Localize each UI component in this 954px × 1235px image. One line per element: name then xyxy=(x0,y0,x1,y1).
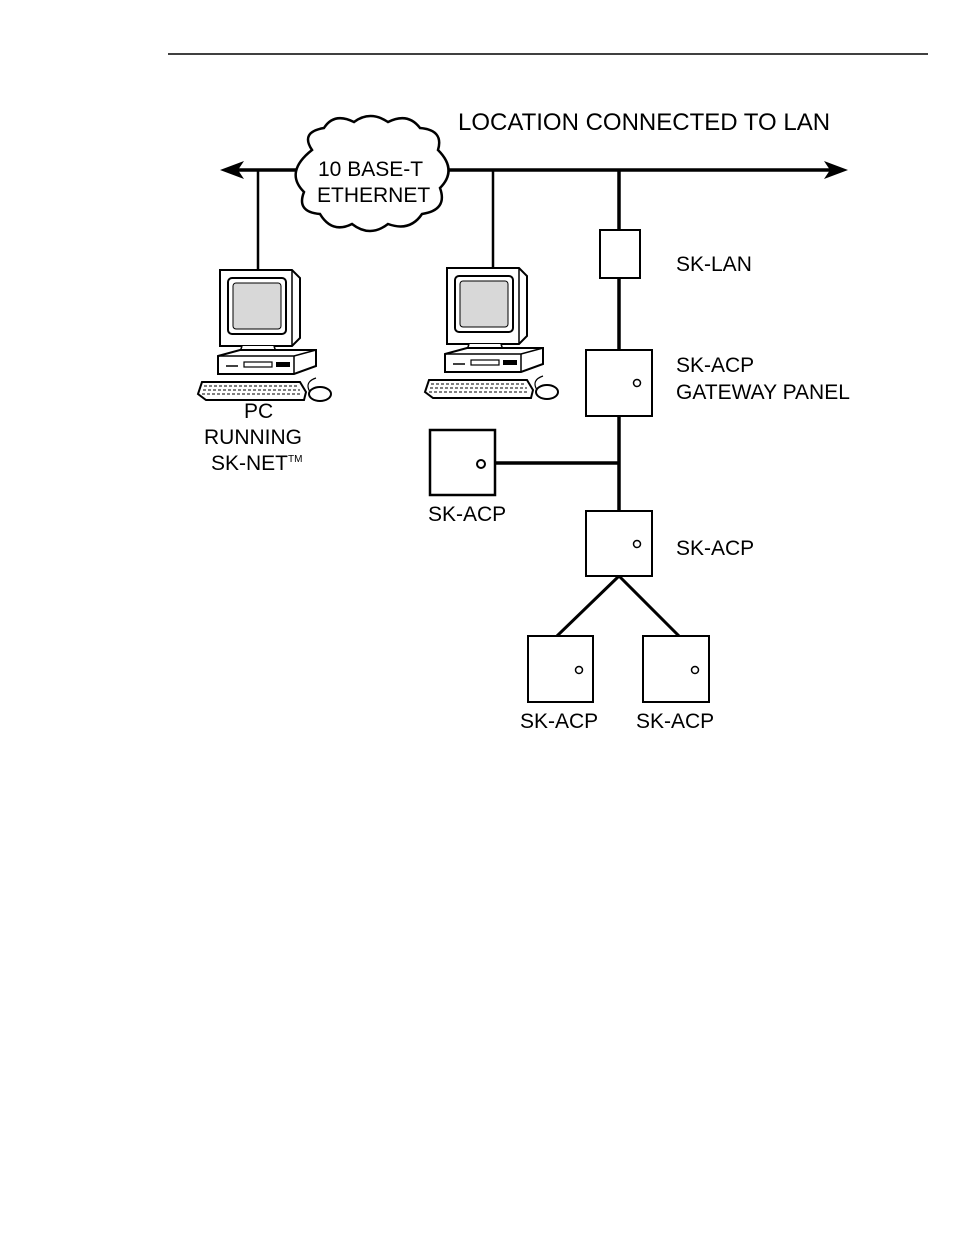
cloud-label-line1: 10 BASE-T xyxy=(318,158,423,181)
gateway-panel xyxy=(586,350,652,416)
panel-lock-icon xyxy=(634,380,641,387)
mid-acp-label: SK-ACP xyxy=(676,537,754,560)
second-computer-icon xyxy=(425,268,558,399)
pc-computer-icon xyxy=(198,270,331,401)
cloud-label-line2: ETHERNET xyxy=(317,184,430,207)
mid-acp-panel xyxy=(586,511,652,576)
sk-lan-label: SK-LAN xyxy=(676,253,752,276)
bottom-right-acp-panel xyxy=(643,636,709,702)
ethernet-cloud-icon: 10 BASE-T ETHERNET xyxy=(296,116,449,231)
gateway-label-line2: GATEWAY PANEL xyxy=(676,381,850,404)
diagram-title: LOCATION CONNECTED TO LAN xyxy=(458,109,830,136)
panel-lock-icon xyxy=(477,460,485,468)
sk-lan-module xyxy=(600,230,640,278)
branch-line-left xyxy=(557,576,619,636)
panel-lock-icon xyxy=(692,667,699,674)
panel-lock-icon xyxy=(576,667,583,674)
bottom-right-acp-label: SK-ACP xyxy=(636,710,714,733)
bottom-left-acp-label: SK-ACP xyxy=(520,710,598,733)
panel-lock-icon xyxy=(634,541,641,548)
left-acp-panel xyxy=(430,430,495,495)
left-acp-label: SK-ACP xyxy=(428,503,506,526)
gateway-label-line1: SK-ACP xyxy=(676,354,754,377)
pc-label-line3: SK-NETTM xyxy=(211,452,302,475)
pc-label-line1: PC xyxy=(244,400,273,423)
bottom-left-acp-panel xyxy=(528,636,593,702)
branch-line-right xyxy=(619,576,679,636)
pc-label-line2: RUNNING xyxy=(204,426,302,449)
trademark-mark: TM xyxy=(288,454,302,465)
